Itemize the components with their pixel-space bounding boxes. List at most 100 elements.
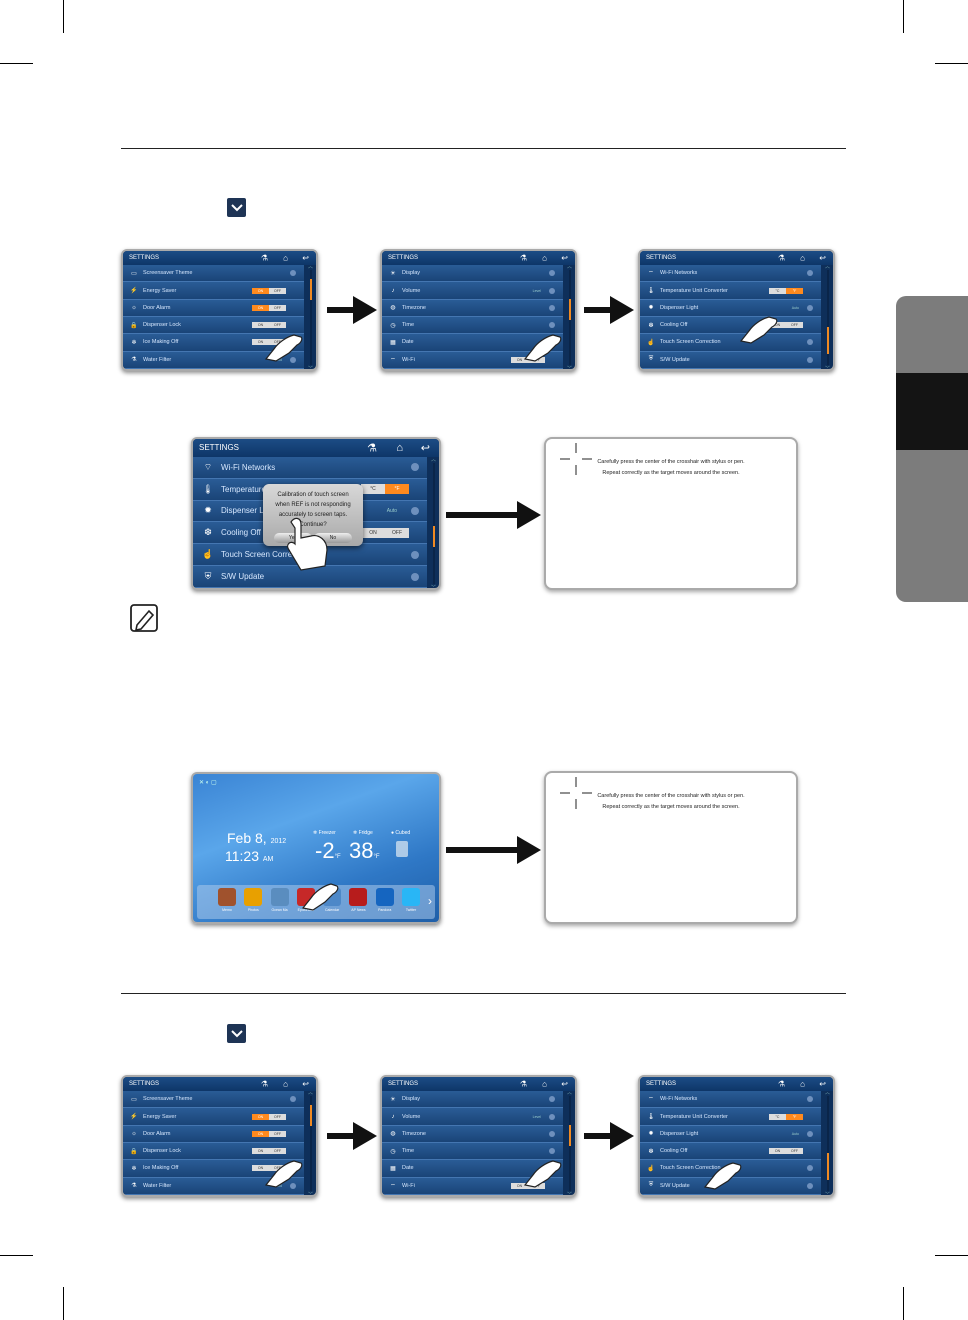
app-icon[interactable]: AP News bbox=[348, 888, 368, 916]
settings-row[interactable]: ◷Time bbox=[382, 1143, 563, 1161]
chevron-right-icon[interactable] bbox=[549, 1130, 555, 1137]
app-icon[interactable]: Pandora bbox=[375, 888, 395, 916]
app-icon[interactable]: Photos bbox=[243, 888, 263, 916]
chevron-right-icon[interactable] bbox=[411, 463, 419, 472]
settings-row[interactable]: ◷Time bbox=[382, 317, 563, 335]
toggle-off[interactable]: OFF bbox=[385, 527, 409, 538]
toggle-on[interactable]: ON bbox=[252, 339, 269, 346]
scrollbar[interactable]: ︿﹀ bbox=[308, 1089, 314, 1197]
scrollbar[interactable]: ︿﹀ bbox=[825, 1089, 831, 1197]
back-icon[interactable]: ↩ bbox=[819, 1079, 826, 1089]
chevron-right-icon[interactable] bbox=[807, 356, 813, 363]
back-icon[interactable]: ↩ bbox=[819, 253, 826, 263]
app-icon[interactable]: Ocean Ma bbox=[270, 888, 290, 916]
app-icon[interactable]: Memo bbox=[217, 888, 237, 916]
chevron-right-icon[interactable] bbox=[290, 1096, 296, 1103]
chevron-right-icon[interactable] bbox=[807, 304, 813, 311]
chevron-right-icon[interactable] bbox=[549, 1113, 555, 1120]
filter-icon[interactable]: ⚗ bbox=[777, 253, 785, 263]
settings-row[interactable]: ⛨S/W Update bbox=[640, 1177, 821, 1195]
home-icon[interactable]: ⌂ bbox=[800, 253, 805, 263]
app-icon[interactable]: Twitter bbox=[401, 888, 421, 916]
filter-icon[interactable]: ⚗ bbox=[260, 1079, 268, 1089]
scrollbar[interactable]: ︿﹀ bbox=[567, 1089, 573, 1197]
settings-row[interactable]: ☝Touch Screen Correction bbox=[640, 334, 821, 352]
chevron-right-icon[interactable] bbox=[549, 287, 555, 294]
toggle-on[interactable]: ON bbox=[252, 1113, 269, 1120]
settings-row[interactable]: ◍Timezone bbox=[382, 299, 563, 318]
chevron-right-icon[interactable] bbox=[549, 304, 555, 311]
home-icon[interactable]: ⌂ bbox=[542, 1079, 547, 1089]
toggle-off[interactable]: OFF bbox=[786, 1148, 803, 1155]
settings-row[interactable]: ▭Screensaver Theme bbox=[123, 265, 304, 283]
toggle-off[interactable]: OFF bbox=[269, 1130, 286, 1137]
filter-icon[interactable]: ⚗ bbox=[519, 253, 527, 263]
app-tile[interactable] bbox=[244, 888, 263, 906]
toggle-on[interactable]: °C bbox=[361, 484, 385, 495]
chevron-right-icon[interactable] bbox=[290, 270, 296, 277]
app-tile[interactable] bbox=[270, 888, 289, 906]
chevron-right-icon[interactable] bbox=[411, 506, 419, 515]
chevron-right-icon[interactable] bbox=[549, 270, 555, 277]
settings-row[interactable]: ▭Screensaver Theme bbox=[123, 1091, 304, 1109]
settings-row[interactable]: ☀Display bbox=[382, 1091, 563, 1109]
app-tile[interactable] bbox=[349, 888, 368, 906]
app-tile[interactable] bbox=[218, 888, 236, 906]
back-icon[interactable]: ↩ bbox=[561, 1079, 568, 1089]
chevron-right-icon[interactable] bbox=[807, 1182, 813, 1189]
chevron-right-icon[interactable] bbox=[807, 1096, 813, 1103]
toggle-on[interactable]: ON bbox=[252, 1148, 269, 1155]
toggle-on[interactable]: ON bbox=[511, 1182, 528, 1189]
back-icon[interactable]: ↩ bbox=[302, 253, 309, 263]
toggle-off[interactable]: OFF bbox=[269, 339, 286, 346]
chevron-right-icon[interactable] bbox=[807, 270, 813, 277]
toggle-on[interactable]: ON bbox=[511, 356, 528, 363]
no-button[interactable]: No bbox=[314, 533, 352, 543]
filter-icon[interactable]: ⚗ bbox=[519, 1079, 527, 1089]
chevron-right-icon[interactable] bbox=[807, 1130, 813, 1137]
chevron-right-icon[interactable] bbox=[290, 1182, 296, 1189]
home-icon[interactable]: ⌂ bbox=[800, 1079, 805, 1089]
toggle-on[interactable]: °C bbox=[769, 1113, 786, 1120]
settings-row[interactable]: ⌔Wi-Fi Networks bbox=[193, 456, 427, 479]
toggle-on[interactable]: ON bbox=[252, 1130, 269, 1137]
toggle-off[interactable]: OFF bbox=[269, 322, 286, 329]
toggle-on[interactable]: ON bbox=[252, 287, 269, 294]
home-icon[interactable]: ⌂ bbox=[283, 253, 288, 263]
settings-row[interactable]: ◍Timezone bbox=[382, 1125, 563, 1144]
toggle-off[interactable]: OFF bbox=[269, 287, 286, 294]
chevron-right-icon[interactable] bbox=[549, 322, 555, 329]
settings-row[interactable]: ⛨S/W Update bbox=[640, 351, 821, 369]
toggle-on[interactable]: °C bbox=[769, 287, 786, 294]
toggle-on[interactable]: ON bbox=[252, 322, 269, 329]
chevron-right-icon[interactable] bbox=[411, 572, 419, 581]
toggle-switch[interactable]: °C°F bbox=[769, 287, 803, 294]
settings-row[interactable]: ⌔Wi-Fi Networks bbox=[640, 1091, 821, 1109]
toggle-off[interactable]: OFF bbox=[269, 1148, 286, 1155]
chevron-right-icon[interactable]: › bbox=[428, 894, 432, 908]
toggle-on[interactable]: ON bbox=[769, 322, 786, 329]
app-tile[interactable] bbox=[375, 888, 394, 906]
back-icon[interactable]: ↩ bbox=[420, 442, 430, 455]
scrollbar[interactable]: ︿﹀ bbox=[567, 263, 573, 371]
scrollbar[interactable]: ︿﹀ bbox=[308, 263, 314, 371]
settings-row[interactable]: ☀Display bbox=[382, 265, 563, 283]
